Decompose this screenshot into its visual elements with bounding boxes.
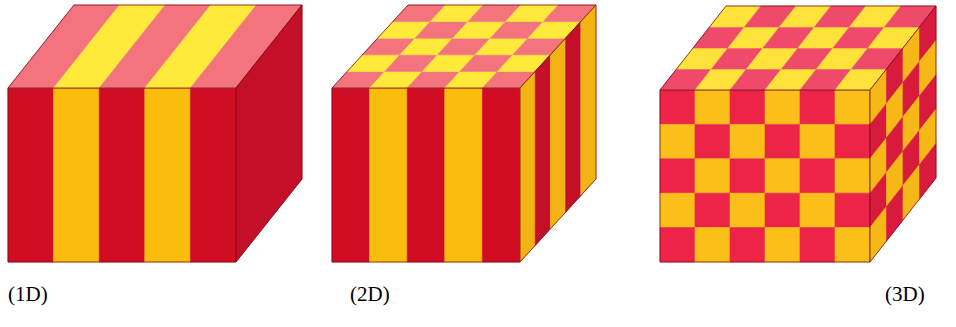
face-cell [695,90,730,124]
face-cell [835,90,870,124]
face-cell [660,90,695,124]
face-cell [730,193,765,227]
face-cell [660,159,695,193]
face-cell [835,124,870,158]
face-cell [695,124,730,158]
face-cell [730,124,765,158]
face-cell [660,228,695,262]
face-cell [800,193,835,227]
face-outline [660,90,870,262]
face-cell [835,159,870,193]
face-cell [520,71,535,262]
face-cell [660,124,695,158]
face-cell [535,55,550,246]
face-cell [581,5,596,196]
face-cell [835,228,870,262]
face-cell [835,193,870,227]
face-outline [236,5,302,262]
face-cell [765,90,800,124]
face-cell [765,124,800,158]
face-cell [730,159,765,193]
face-cell [236,5,302,262]
face-cell [800,228,835,262]
face-cell [99,88,145,262]
face-outline [332,88,520,262]
face-cell [190,88,236,262]
face-cell [145,88,191,262]
face-cell [332,88,370,262]
face-cell [765,159,800,193]
face-cell [730,228,765,262]
face-cell [370,88,408,262]
face-outline [8,88,236,262]
dimension-label: (1D) [8,282,48,307]
face-cell [903,165,920,220]
face-cell [695,159,730,193]
face-cell [800,159,835,193]
face-cell [800,124,835,158]
face-cell [730,90,765,124]
face-cell [660,193,695,227]
face-cell [695,193,730,227]
block-2d [332,5,596,262]
block-3d [660,6,936,262]
face-cell [765,228,800,262]
face-cell [407,88,445,262]
face-cell [8,88,54,262]
face-cell [887,186,904,241]
block-1d [8,5,302,262]
face-cell [566,22,581,213]
face-cell [550,38,565,229]
face-cell [445,88,483,262]
face-outline [870,6,936,262]
face-cell [800,90,835,124]
face-cell [482,88,520,262]
face-cell [870,207,887,262]
face-outline [520,5,596,262]
dimension-label: (3D) [885,282,925,307]
face-cell [765,193,800,227]
face-cell [920,144,937,199]
face-cell [54,88,100,262]
dimension-label: (2D) [350,282,390,307]
face-cell [695,228,730,262]
